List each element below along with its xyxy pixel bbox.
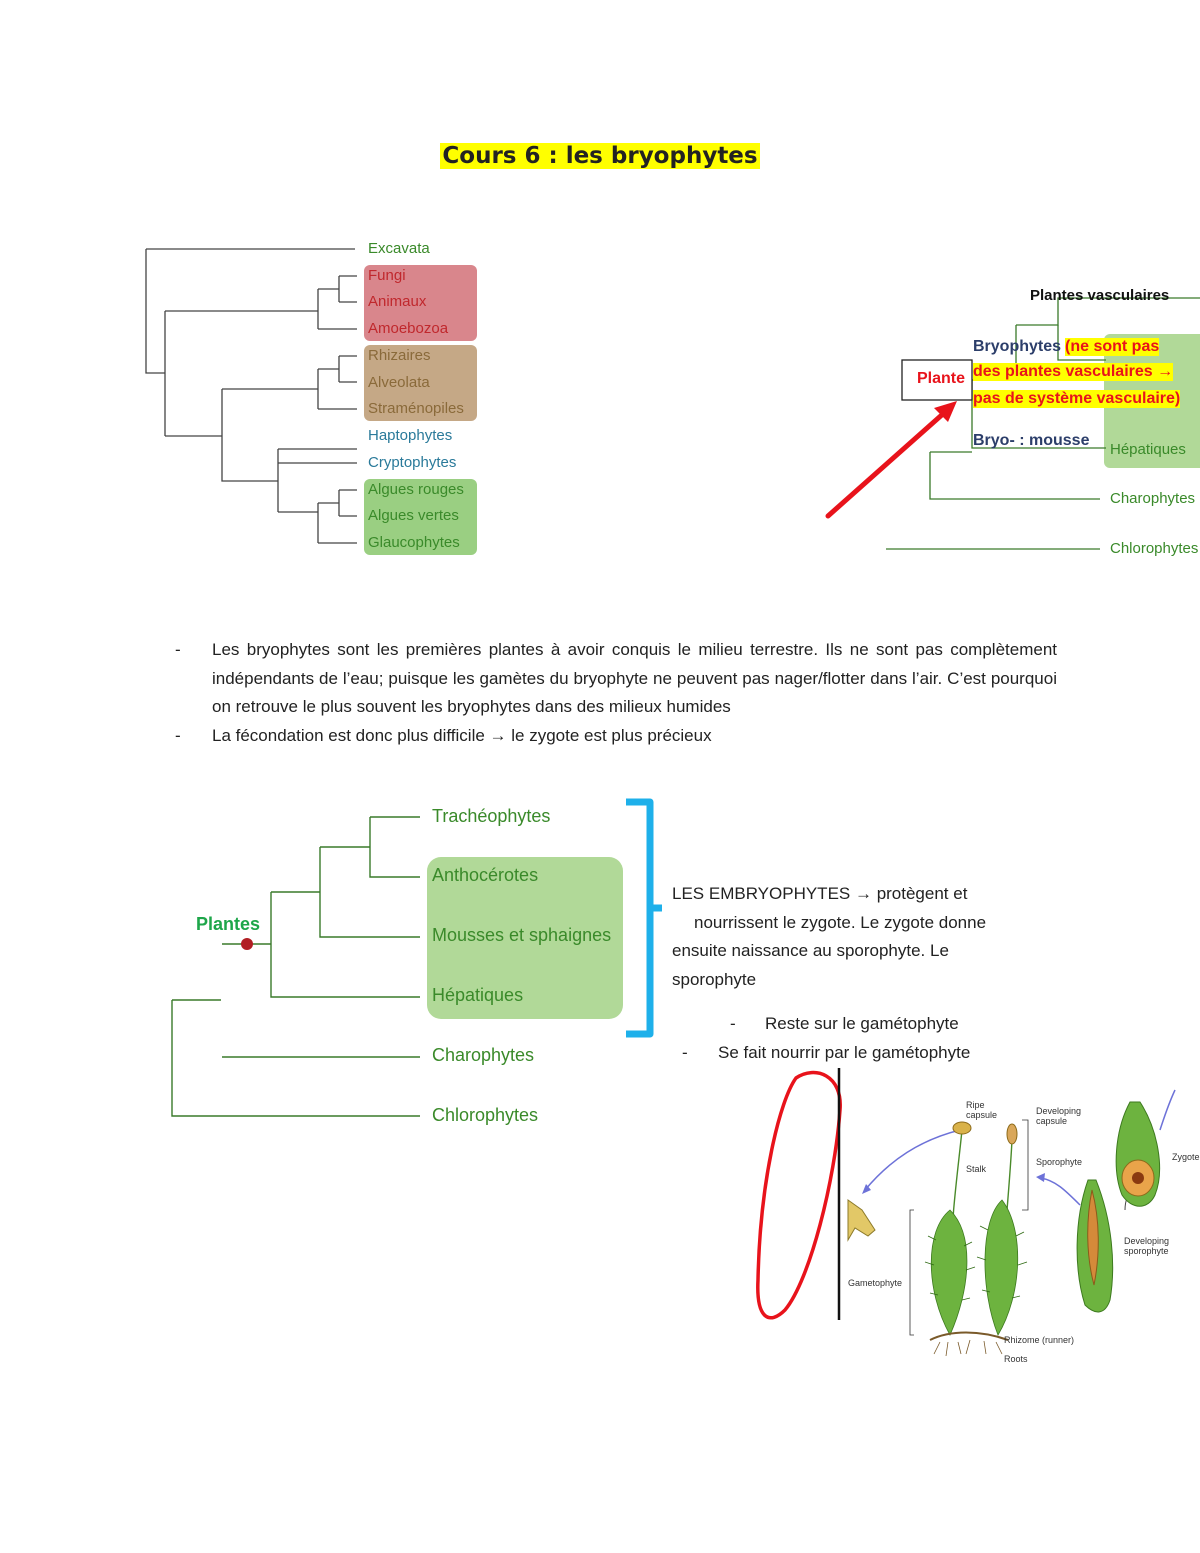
plant-tree-right-lines [825,297,1200,550]
embryo-sub-item: - Se fait nourrir par le gamétophyte [682,1042,971,1062]
taxon-tracheophytes: Trachéophytes [432,806,551,826]
taxon-glaucophytes: Glaucophytes [368,534,460,551]
embryo-line-4: sporophyte [672,969,757,989]
embryo-line-1: LES EMBRYOPHYTES → protègent et [672,884,968,903]
bryophytes-label: Bryophytes [973,338,1062,355]
caption-ripe-capsule: Ripe capsule [966,1100,998,1120]
note-line-3: pas de système vasculaire) [973,390,1181,408]
bullet-item: Les bryophytes sont les premières plante… [175,636,1057,722]
taxon-stramenopiles: Straménopiles [368,400,464,417]
taxon-mousses-sphaignes: Mousses et sphaignes [432,925,612,945]
page-title: Cours 6 : les bryophytes [0,143,1200,169]
taxon-chlorophytes: Chlorophytes [432,1105,539,1125]
moss-figure: Ripe capsule Developing capsule Stalk Sp… [740,1060,1200,1380]
plantes-root-label: Plantes [196,914,261,934]
chlorophytes-right-label: Chlorophytes [1110,540,1199,557]
caption-stalk: Stalk [966,1164,987,1174]
embryophytes-text: LES EMBRYOPHYTES → protègent et nourriss… [672,880,1072,994]
bullet-list: Les bryophytes sont les premières plante… [175,636,1057,750]
bullet-item: La fécondation est donc plus difficile →… [175,722,1057,751]
caption-developing-sporophyte: Developing sporophyte [1124,1236,1170,1256]
taxon-haptophytes: Haptophytes [368,427,453,444]
note-line-2: des plantes vasculaires → [973,363,1174,381]
caption-developing-capsule: Developing capsule [1036,1106,1082,1126]
taxon-algues-rouges: Algues rouges [368,481,464,498]
taxon-hepatiques: Hépatiques [432,985,524,1005]
embryo-line-2: nourrissent le zygote. Le zygote donne [694,912,987,932]
taxon-alveolata: Alveolata [368,374,430,391]
embryo-line-3: ensuite naissance au sporophyte. Le [672,941,949,960]
charophytes-right-label: Charophytes [1110,490,1196,507]
taxon-animaux: Animaux [368,293,427,310]
plant-tree-lines [171,798,662,1117]
hepatiques-right-label: Hépatiques [1110,441,1186,458]
plante-label: Plante [917,370,966,387]
taxon-algues-vertes: Algues vertes [368,507,459,524]
plant-tree: Plantes Trachéophytes Anthocérotes Mouss… [0,0,700,1150]
taxon-amoebozoa: Amoebozoa [368,320,449,337]
embryo-sublist: - Reste sur le gamétophyte - Se fait nou… [682,1010,1102,1067]
taxon-excavata: Excavata [368,240,430,257]
red-group-box [364,265,477,341]
taxon-charophytes: Charophytes [432,1045,535,1065]
taxon-fungi: Fungi [368,267,406,284]
vascular-label: Plantes vasculaires [1030,287,1170,304]
taxon-cryptophytes: Cryptophytes [368,454,457,471]
green-group-box [364,479,477,555]
caption-gametophyte: Gametophyte [848,1278,903,1288]
taxon-anthocerotes: Anthocérotes [432,865,539,885]
moss-illustration [756,1068,1176,1357]
curly-bracket [626,798,662,1038]
bryophyte-group-box [427,857,623,1019]
plante-box [901,359,973,401]
eukaryote-tree: Excavata Fungi Animaux Amoebozoa Rhizair… [0,0,600,600]
page-title-text: Cours 6 : les bryophytes [440,143,760,169]
caption-sporophyte: Sporophyte [1036,1157,1083,1167]
plant-tree-right: Plante Plantes vasculaires Bryophytes (n… [0,0,1200,600]
brown-group-box [364,345,477,421]
taxon-rhizaires: Rhizaires [368,347,431,364]
eukaryote-tree-lines [145,248,357,544]
note-line-1: (ne sont pas [1065,338,1160,356]
caption-zygote: Zygote [1172,1152,1200,1162]
caption-roots: Roots [1004,1354,1028,1364]
bryo-mousse-label: Bryo- : mousse [973,432,1090,449]
caption-rhizome: Rhizome (runner) [1004,1335,1075,1345]
embryo-sub-item: - Reste sur le gamétophyte [730,1014,959,1033]
